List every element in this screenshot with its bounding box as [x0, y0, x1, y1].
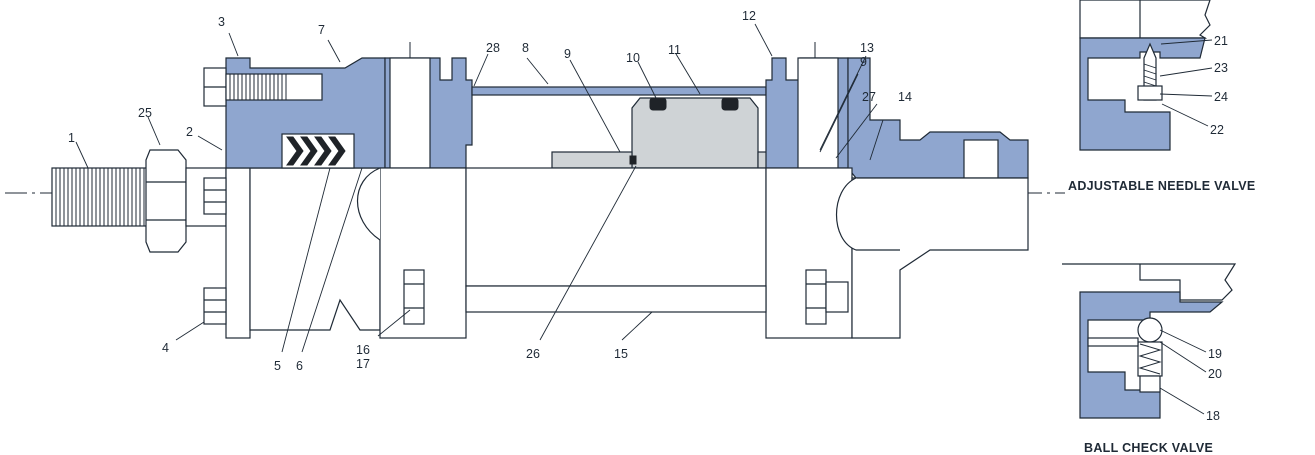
needle-valve-housing	[1079, 37, 1206, 151]
check-passage	[1087, 337, 1139, 347]
tie-rod	[465, 285, 767, 313]
tie-rod-nut-left	[403, 269, 425, 325]
callout-5: 5	[274, 359, 281, 373]
callout-21: 21	[1214, 34, 1228, 48]
rear-head-slot	[963, 139, 999, 179]
callout-11: 11	[668, 43, 681, 57]
callout-9-left: 9	[564, 47, 571, 61]
callout-18: 18	[1206, 409, 1220, 423]
callout-13: 13	[860, 41, 874, 55]
rear-clevis-lower	[851, 177, 1029, 339]
tie-rod-nut-right	[805, 269, 827, 325]
piston-oring	[629, 155, 637, 165]
piston-seal-left	[649, 97, 667, 111]
callout-28: 28	[486, 41, 500, 55]
callout-2: 2	[186, 125, 193, 139]
check-valve-plug	[1139, 375, 1161, 393]
callout-9-right: 9	[860, 55, 867, 69]
check-ball	[1137, 317, 1163, 343]
cushion-left	[551, 151, 633, 169]
piston-rod-thread	[51, 167, 151, 227]
rear-clevis-bore	[836, 177, 900, 251]
front-head-plate	[225, 167, 251, 339]
callout-12: 12	[742, 9, 756, 23]
callout-25: 25	[138, 106, 152, 120]
rear-head	[847, 57, 1029, 179]
callout-numbers: 1 2 3 4 25 5 6 7 28 8 9 10 11 12 13 9 27…	[68, 9, 1228, 423]
thread-lines	[55, 168, 145, 226]
callout-16: 16	[356, 343, 370, 357]
caption-adjustable-needle-valve: ADJUSTABLE NEEDLE VALVE	[1068, 179, 1255, 193]
callout-27: 27	[862, 90, 876, 104]
callout-26: 26	[526, 347, 540, 361]
needle-valve-housing-top	[1079, 0, 1211, 39]
callout-6: 6	[296, 359, 303, 373]
chevron-packing	[286, 136, 346, 166]
tie-rod-thread-end	[825, 281, 849, 313]
ball-check-detail	[1062, 263, 1237, 419]
port-opening-left	[389, 57, 431, 169]
cylinder-assembly	[5, 42, 1065, 339]
needle-valve-locknut	[1137, 85, 1163, 101]
leader-lines	[75, 23, 1213, 415]
callout-23: 23	[1214, 61, 1228, 75]
cylinder-bore	[465, 167, 767, 287]
callout-19: 19	[1208, 347, 1222, 361]
callout-1: 1	[68, 131, 75, 145]
needle-valve-detail	[1079, 0, 1211, 151]
caption-ball-check-valve: BALL CHECK VALVE	[1084, 441, 1213, 455]
rod-jam-nut	[145, 149, 187, 253]
callout-7: 7	[318, 23, 325, 37]
callout-24: 24	[1214, 90, 1228, 104]
check-spring	[1138, 343, 1162, 375]
front-cushion-curve	[357, 167, 381, 241]
ball-check-housing-top	[1062, 263, 1237, 301]
port-opening-right	[797, 57, 839, 169]
callout-4: 4	[162, 341, 169, 355]
callout-20: 20	[1208, 367, 1222, 381]
callout-8: 8	[522, 41, 529, 55]
callout-3: 3	[218, 15, 225, 29]
callout-10: 10	[626, 51, 640, 65]
piston-seal-right	[721, 97, 739, 111]
cylinder-tube	[471, 86, 767, 96]
tie-rod-nut-lower-left	[203, 287, 227, 325]
callout-15: 15	[614, 347, 628, 361]
callout-17: 17	[356, 357, 370, 371]
tie-rod-nut-upper-left	[203, 177, 227, 215]
callout-14: 14	[898, 90, 912, 104]
ball-check-housing	[1079, 291, 1224, 419]
callout-22: 22	[1210, 123, 1224, 137]
